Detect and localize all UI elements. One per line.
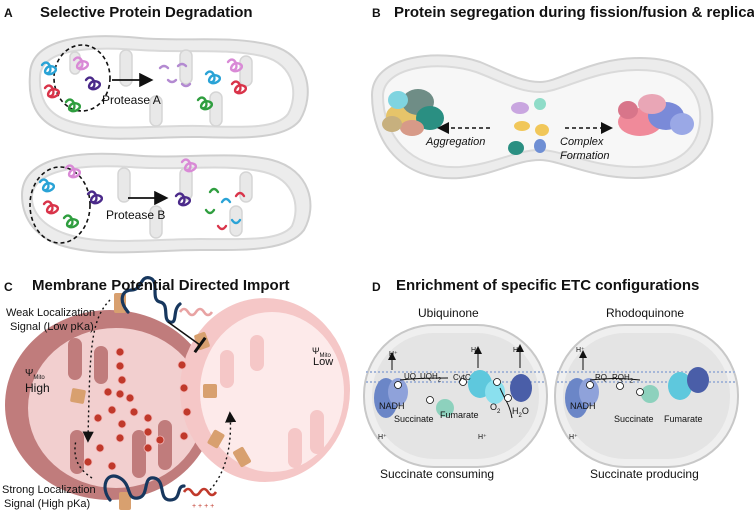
panel-c-title: Membrane Potential Directed Import bbox=[32, 277, 290, 294]
aggregation-label: Aggregation bbox=[426, 136, 486, 148]
right-succinate: Succinate bbox=[614, 414, 654, 424]
strong-signal-label-2: Signal (High pKa) bbox=[4, 498, 91, 510]
panel-a-letter: A bbox=[4, 6, 13, 20]
mitochondrion-a2 bbox=[20, 152, 312, 254]
high-label: High bbox=[25, 381, 50, 395]
left-h-plus-4: H⁺ bbox=[378, 434, 387, 441]
right-rqh2-text: RQH bbox=[612, 373, 630, 382]
left-h2o-h: H bbox=[512, 406, 519, 416]
left-h-plus-2: H⁺ bbox=[471, 347, 480, 354]
strong-signal-label-1: Strong Localization bbox=[2, 484, 96, 496]
strong-signal-protein bbox=[74, 411, 237, 502]
panel-b-graphics bbox=[370, 54, 714, 180]
panel-d-letter: D bbox=[372, 280, 381, 294]
right-rqh2-sub: 2 bbox=[629, 378, 634, 385]
mito-high bbox=[5, 293, 215, 510]
left-uqh2: UQH2 bbox=[420, 372, 441, 384]
panel-a-graphics bbox=[20, 35, 312, 254]
psi-high-symbol: ΨMito bbox=[25, 368, 45, 381]
complex-formation-label-1: Complex bbox=[560, 136, 604, 148]
right-rqh2: RQH2 bbox=[612, 373, 633, 385]
left-o2-text: O bbox=[490, 402, 498, 412]
weak-signal-protein bbox=[82, 276, 214, 443]
psi-glyph-low: Ψ bbox=[312, 346, 320, 356]
mito-low bbox=[177, 298, 350, 482]
complex-formation-label-2: Formation bbox=[560, 150, 610, 162]
panel-b-title: Protein segregation during fission/fusio… bbox=[394, 4, 754, 21]
succinate-consuming-caption: Succinate consuming bbox=[380, 467, 495, 481]
weak-signal-label-1: Weak Localization bbox=[6, 307, 96, 319]
panel-d-graphics bbox=[363, 324, 739, 468]
left-succinate: Succinate bbox=[394, 414, 434, 424]
left-h-plus-5: H⁺ bbox=[478, 434, 487, 441]
succinate-producing-caption: Succinate producing bbox=[590, 467, 699, 481]
etc-mito-right bbox=[554, 324, 739, 468]
protease-b-label: Protease B bbox=[106, 208, 166, 222]
right-nadh: NADH bbox=[570, 401, 596, 411]
panel-c-letter: C bbox=[4, 280, 13, 294]
right-h-plus-2: H⁺ bbox=[569, 434, 578, 441]
left-cytc: CytC bbox=[453, 373, 471, 382]
panel-c-graphics bbox=[5, 276, 350, 510]
right-h-plus-1: H⁺ bbox=[576, 347, 585, 354]
left-h2o-o: O bbox=[521, 406, 529, 416]
left-o2-sub: 2 bbox=[497, 408, 501, 415]
panel-b-letter: B bbox=[372, 6, 381, 20]
plus-charges: + + + + bbox=[192, 503, 215, 510]
right-rq: RQ bbox=[595, 373, 607, 382]
weak-signal-label-2: Signal (Low pKa) bbox=[10, 321, 94, 333]
rhodoquinone-heading: Rhodoquinone bbox=[606, 306, 685, 320]
left-uqh2-sub: 2 bbox=[437, 377, 442, 384]
mitochondrion-a1 bbox=[28, 35, 309, 140]
low-label: Low bbox=[313, 356, 334, 368]
psi-low-symbol: ΨMito bbox=[312, 346, 331, 359]
left-h-plus-3: H⁺ bbox=[513, 347, 522, 354]
right-fumarate: Fumarate bbox=[664, 414, 703, 424]
left-h2o-sub: 2 bbox=[518, 412, 522, 419]
psi-glyph-high: Ψ bbox=[25, 368, 34, 379]
ubiquinone-heading: Ubiquinone bbox=[418, 306, 479, 320]
psi-sub-low: Mito bbox=[319, 352, 331, 359]
psi-sub-high: Mito bbox=[33, 375, 45, 381]
left-h2o: H2O bbox=[512, 406, 529, 419]
left-o2: O2 bbox=[490, 402, 500, 415]
panel-d-title: Enrichment of specific ETC configuration… bbox=[396, 277, 700, 294]
left-h-plus-1: H⁺ bbox=[389, 351, 398, 358]
etc-mito-left bbox=[363, 324, 548, 468]
protease-a-label: Protease A bbox=[102, 93, 161, 107]
left-uq: UQ bbox=[404, 372, 416, 381]
panel-a-title: Selective Protein Degradation bbox=[40, 4, 253, 21]
left-uqh2-text: UQH bbox=[420, 372, 438, 381]
left-nadh: NADH bbox=[379, 401, 405, 411]
left-fumarate: Fumarate bbox=[440, 410, 479, 420]
